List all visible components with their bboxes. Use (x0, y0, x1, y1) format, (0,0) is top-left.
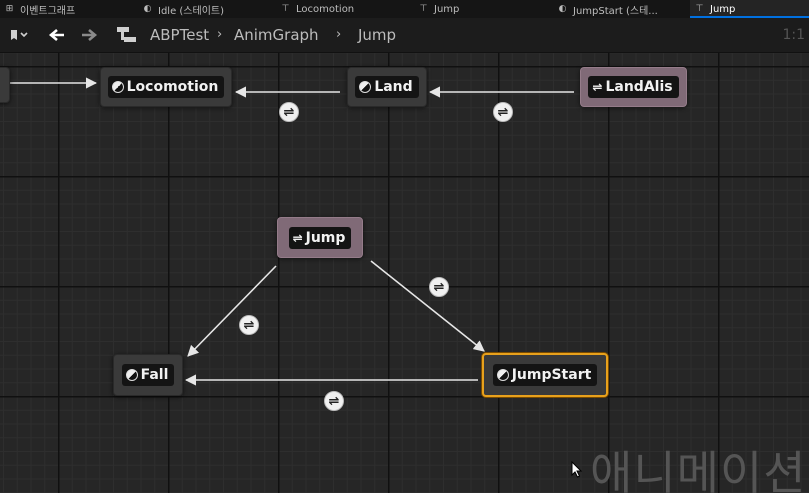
alias-icon: ⇌ (292, 230, 303, 245)
breadcrumb-anim-graph[interactable]: AnimGraph (234, 26, 319, 44)
state-icon (111, 81, 124, 93)
tab-jumpstart-state[interactable]: ◐ JumpStart (스테... (558, 4, 658, 17)
graph-icon: ⊞ (5, 4, 14, 14)
entry-node[interactable] (0, 67, 10, 103)
state-node-fall[interactable]: Fall (113, 354, 183, 396)
forward-button[interactable] (76, 18, 102, 52)
document-tab-strip: ⊞ 이벤트그래프 ◐ Idle (스테이트) ⊤ Locomotion ⊤ Ju… (0, 0, 809, 19)
transition-rule-icon[interactable]: ⇌ (429, 277, 449, 297)
graph-icon: ⊤ (281, 4, 290, 14)
graph-canvas[interactable]: Locomotion Land ⇌ LandAlis ⇌ Jump Fall J… (0, 53, 809, 493)
state-icon (359, 81, 372, 93)
watermark-text: 애니메이션 (590, 446, 807, 493)
transition-rule-icon[interactable]: ⇌ (279, 102, 299, 122)
back-button[interactable] (44, 18, 70, 52)
breadcrumb-separator: › (217, 27, 223, 42)
arrow-left-icon (48, 29, 64, 41)
transition-rule-icon[interactable]: ⇌ (493, 102, 513, 122)
alias-node-landalis[interactable]: ⇌ LandAlis (580, 67, 687, 107)
state-icon (496, 369, 509, 381)
breadcrumb-bar: ABPTest › AnimGraph › Jump 1:1 (0, 18, 809, 53)
breadcrumb-state-machine[interactable]: Jump (358, 26, 397, 44)
state-machine-icon (117, 27, 136, 42)
tab-jump[interactable]: ⊤ Jump (419, 3, 460, 15)
state-icon: ◐ (558, 4, 567, 14)
transition-rule-icon[interactable]: ⇌ (239, 315, 259, 335)
wire-jump-fall (187, 265, 277, 357)
arrow-right-icon (82, 29, 98, 41)
state-node-jumpstart[interactable]: JumpStart (482, 353, 608, 397)
wire-jump-jumpstart (370, 260, 485, 352)
graph-icon: ⊤ (695, 4, 704, 14)
bookmark-dropdown-button[interactable] (2, 18, 36, 52)
tab-event-graph[interactable]: ⊞ 이벤트그래프 (5, 4, 76, 17)
transition-wires (0, 77, 574, 386)
zoom-level: 1:1 (782, 27, 805, 43)
state-node-locomotion[interactable]: Locomotion (100, 67, 232, 107)
bookmark-icon (11, 30, 28, 40)
graph-icon: ⊤ (419, 4, 428, 14)
mouse-cursor-icon (571, 461, 583, 478)
breadcrumb-asset[interactable]: ABPTest (150, 26, 210, 44)
state-icon (125, 369, 138, 381)
tab-idle-state[interactable]: ◐ Idle (스테이트) (143, 4, 225, 17)
transition-rule-icon[interactable]: ⇌ (324, 391, 344, 411)
tab-locomotion[interactable]: ⊤ Locomotion (281, 3, 355, 15)
alias-icon: ⇌ (592, 80, 603, 94)
graph-type-icon (114, 18, 140, 52)
state-node-land[interactable]: Land (347, 67, 427, 107)
state-icon: ◐ (143, 4, 152, 14)
breadcrumb-separator: › (336, 27, 342, 42)
alias-node-jump[interactable]: ⇌ Jump (277, 217, 363, 258)
tab-jump-active[interactable]: ⊤ Jump (690, 0, 809, 18)
